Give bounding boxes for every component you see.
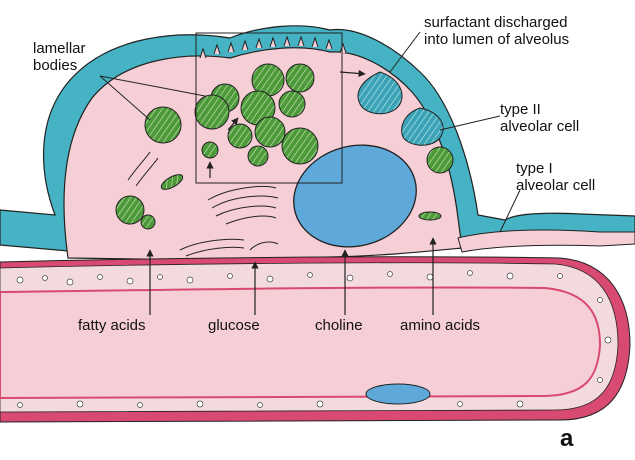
lamellar-body bbox=[248, 146, 268, 166]
lamellar-body bbox=[286, 64, 314, 92]
lamellar-body bbox=[116, 196, 144, 224]
label-lamellar-bodies: lamellar bodies bbox=[33, 40, 86, 74]
label-glucose: glucose bbox=[208, 317, 260, 334]
label-amino-acids: amino acids bbox=[400, 317, 480, 334]
lamellar-body bbox=[419, 212, 441, 220]
lamellar-body bbox=[255, 117, 285, 147]
lamellar-body bbox=[427, 147, 453, 173]
lamellar-body bbox=[228, 124, 252, 148]
label-type-ii-cell: type II alveolar cell bbox=[500, 101, 579, 135]
panel-letter: a bbox=[560, 425, 574, 452]
lamellar-body bbox=[282, 128, 318, 164]
label-choline: choline bbox=[315, 317, 363, 334]
lamellar-body bbox=[141, 215, 155, 229]
label-fatty-acids: fatty acids bbox=[78, 317, 146, 334]
lamellar-body bbox=[279, 91, 305, 117]
lamellar-body bbox=[195, 95, 229, 129]
label-surfactant-discharged: surfactant discharged into lumen of alve… bbox=[424, 14, 569, 48]
label-type-i-cell: type I alveolar cell bbox=[516, 160, 595, 194]
lamellar-body bbox=[202, 142, 218, 158]
type-i-cell bbox=[458, 230, 635, 252]
lamellar-body bbox=[145, 107, 181, 143]
endothelial-nucleus bbox=[366, 384, 430, 404]
capillary-lumen bbox=[0, 287, 600, 398]
